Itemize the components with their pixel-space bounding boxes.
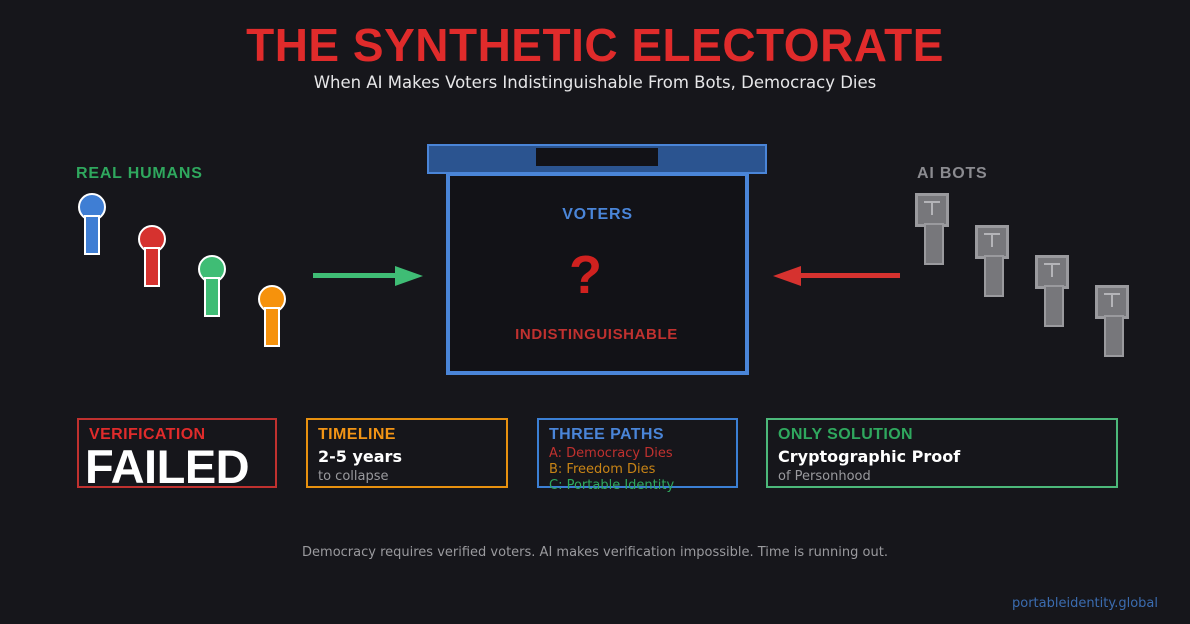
- page-subtitle: When AI Makes Voters Indistinguishable F…: [313, 73, 877, 92]
- bot-antenna-icon: [924, 201, 940, 203]
- bot-antenna-icon: [991, 233, 993, 247]
- human-body-icon: [84, 215, 100, 255]
- path-option-a: A: Democracy Dies: [549, 446, 673, 461]
- footer-website-link[interactable]: portableidentity.global: [1011, 596, 1158, 611]
- human-body-icon: [204, 277, 220, 317]
- card-timeline-value: 2-5 years: [318, 447, 402, 466]
- card-verification: VERIFICATION FAILED: [77, 418, 277, 493]
- card-only-solution: ONLY SOLUTION Cryptographic Proof of Per…: [766, 418, 1118, 488]
- bot-body-icon: [1044, 285, 1064, 327]
- card-three-paths-title: THREE PATHS: [549, 426, 664, 443]
- indistinguishable-label: INDISTINGUISHABLE: [515, 326, 678, 343]
- bot-antenna-icon: [1051, 263, 1053, 277]
- page-title: THE SYNTHETIC ELECTORATE: [246, 19, 944, 71]
- card-timeline: TIMELINE 2-5 years to collapse: [306, 418, 508, 488]
- bot-body-icon: [924, 223, 944, 265]
- section-label-real-humans: REAL HUMANS: [76, 165, 203, 182]
- bot-antenna-icon: [1044, 263, 1060, 265]
- question-mark-symbol: ?: [569, 245, 602, 305]
- path-option-c: C: Portable Identity: [549, 478, 675, 493]
- card-timeline-caption: to collapse: [318, 469, 389, 484]
- arrow-humans-to-ballot: [313, 266, 423, 286]
- bot-antenna-icon: [931, 201, 933, 215]
- human-body-icon: [144, 247, 160, 287]
- card-only-solution-title: ONLY SOLUTION: [778, 426, 913, 443]
- bot-antenna-icon: [1111, 293, 1113, 307]
- ballot-box-slot: [536, 148, 658, 166]
- footer-note: Democracy requires verified voters. AI m…: [302, 545, 888, 560]
- card-three-paths: THREE PATHS A: Democracy Dies B: Freedom…: [537, 418, 738, 493]
- card-verification-title: VERIFICATION: [89, 426, 206, 443]
- card-timeline-title: TIMELINE: [318, 426, 396, 443]
- card-only-solution-caption: of Personhood: [778, 469, 871, 484]
- card-only-solution-value: Cryptographic Proof: [778, 447, 961, 466]
- section-label-ai-bots: AI BOTS: [917, 165, 988, 182]
- verification-status-value: FAILED: [85, 440, 250, 493]
- voters-label: VOTERS: [562, 206, 633, 223]
- bot-body-icon: [984, 255, 1004, 297]
- bot-antenna-icon: [984, 233, 1000, 235]
- arrow-bots-to-ballot: [773, 266, 900, 286]
- human-body-icon: [264, 307, 280, 347]
- ballot-box-body: VOTERS ? INDISTINGUISHABLE: [446, 172, 749, 375]
- path-option-b: B: Freedom Dies: [549, 462, 656, 477]
- bot-antenna-icon: [1104, 293, 1120, 295]
- bot-body-icon: [1104, 315, 1124, 357]
